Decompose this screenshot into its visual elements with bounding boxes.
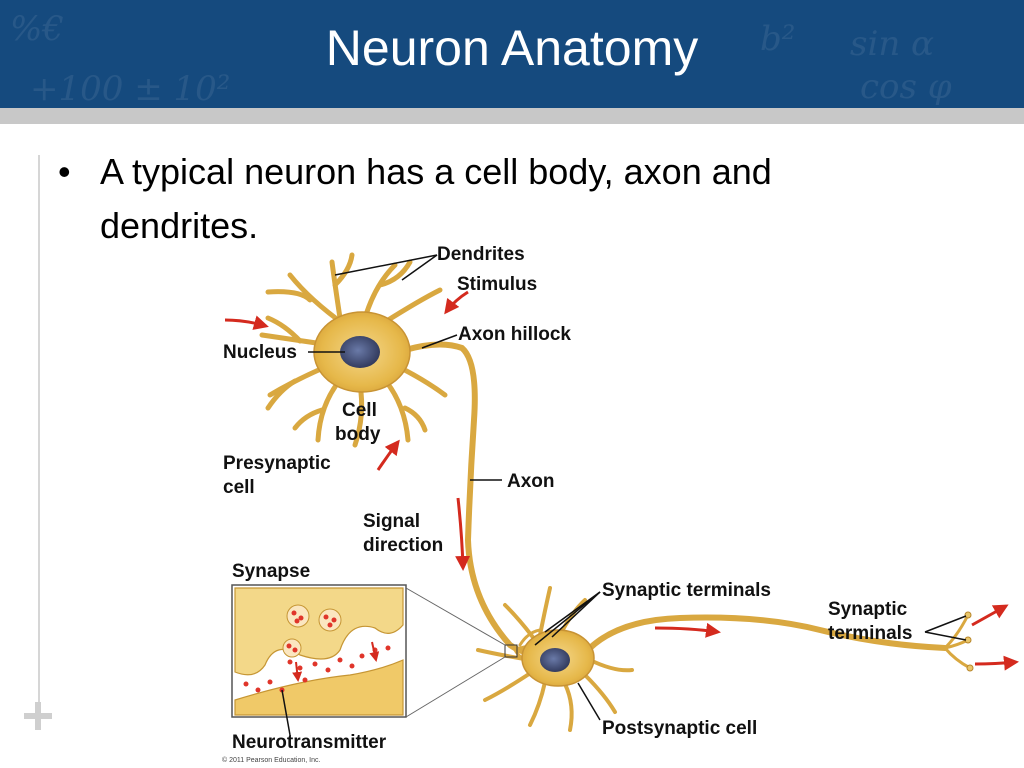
header-divider bbox=[0, 108, 1024, 124]
label-nucleus: Nucleus bbox=[223, 342, 297, 363]
label-signal-line1: Signal bbox=[363, 511, 420, 532]
label-presynaptic-line1: Presynaptic bbox=[223, 453, 331, 474]
plus-icon bbox=[24, 702, 52, 730]
label-axon-hillock: Axon hillock bbox=[458, 324, 571, 345]
slide-header: %€ b² sin α cos φ +100 ± 10² Neuron Anat… bbox=[0, 0, 1024, 108]
left-guide-line bbox=[38, 155, 40, 705]
svg-text:%€: %€ bbox=[10, 9, 64, 49]
presynaptic-nucleus bbox=[340, 336, 380, 368]
header-formula-watermark: %€ b² sin α cos φ +100 ± 10² bbox=[10, 9, 952, 108]
synapse-inset bbox=[231, 584, 407, 718]
label-synaptic-terminals-pre: Synaptic terminals bbox=[602, 580, 771, 601]
label-presynaptic-line2: cell bbox=[223, 477, 255, 498]
label-cell-body-line2: body bbox=[335, 424, 381, 445]
inset-zoom-lines bbox=[405, 587, 518, 718]
label-dendrites: Dendrites bbox=[437, 244, 525, 265]
leader-lines bbox=[281, 254, 967, 736]
label-stimulus: Stimulus bbox=[457, 274, 537, 295]
signal-arrows bbox=[224, 290, 1019, 671]
bullet-item-text: A typical neuron has a cell body, axon a… bbox=[100, 151, 772, 246]
label-synaptic-terminals-post-line2: terminals bbox=[828, 623, 912, 644]
postsynaptic-axon bbox=[587, 614, 948, 651]
label-axon: Axon bbox=[507, 471, 555, 492]
label-postsynaptic-cell: Postsynaptic cell bbox=[602, 718, 757, 739]
label-cell-body-line1: Cell bbox=[342, 400, 377, 421]
slide-title: Neuron Anatomy bbox=[325, 20, 699, 76]
label-synaptic-terminals-post-line1: Synaptic bbox=[828, 599, 908, 620]
label-neurotransmitter: Neurotransmitter bbox=[232, 732, 387, 753]
output-arrow-bottom bbox=[974, 655, 1019, 671]
svg-text:b²: b² bbox=[760, 19, 795, 59]
stimulus-arrow-left bbox=[224, 315, 269, 330]
output-arrow-top bbox=[971, 604, 1009, 627]
stimulus-arrow-right bbox=[444, 290, 469, 315]
svg-text:cos φ: cos φ bbox=[860, 67, 952, 107]
label-signal-line2: direction bbox=[363, 535, 443, 556]
svg-text:sin α: sin α bbox=[850, 24, 934, 64]
label-synapse: Synapse bbox=[232, 561, 310, 582]
postsynaptic-nucleus bbox=[540, 648, 570, 672]
axon-fiber bbox=[402, 341, 533, 655]
axon-signal-arrow bbox=[654, 622, 721, 638]
svg-text:+100 ± 10²: +100 ± 10² bbox=[30, 69, 230, 108]
copyright-notice: © 2011 Pearson Education, Inc. bbox=[222, 756, 320, 764]
bullet-dot: • bbox=[58, 151, 71, 192]
stimulus-arrow-bottom bbox=[376, 439, 400, 471]
signal-direction-arrow bbox=[455, 497, 471, 571]
